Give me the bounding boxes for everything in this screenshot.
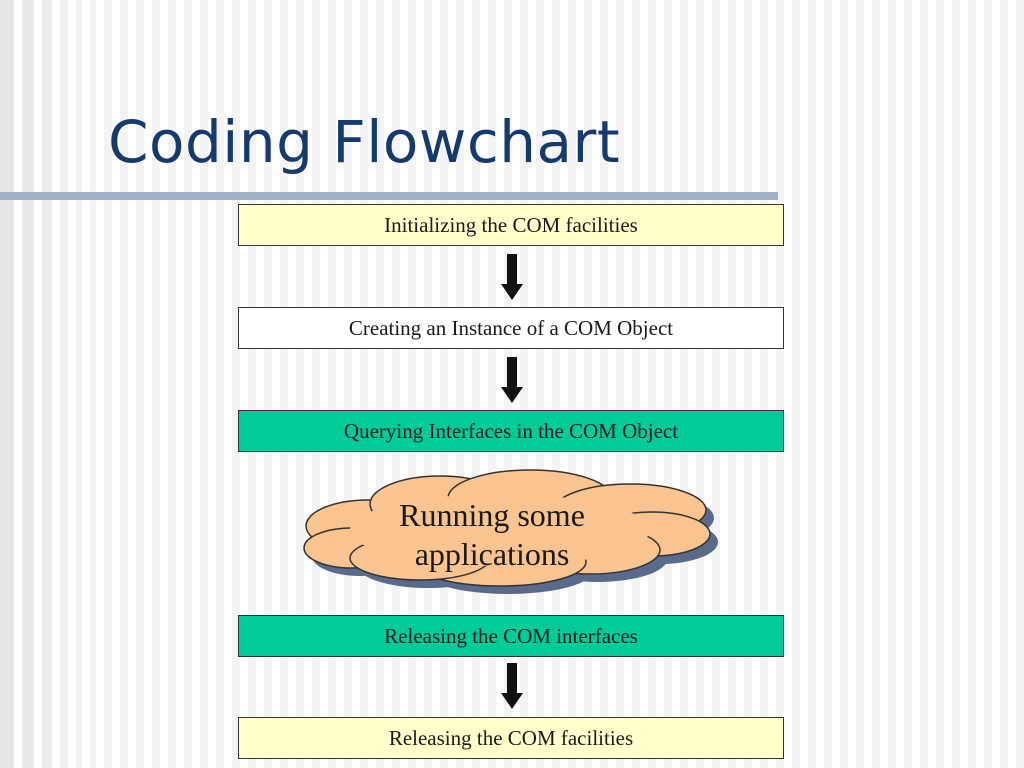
- title-underline: [0, 192, 778, 200]
- down-arrow-icon: [501, 254, 523, 300]
- slide-title: Coding Flowchart: [108, 108, 621, 176]
- step-release-interfaces: Releasing the COM interfaces: [238, 615, 784, 657]
- down-arrow-icon: [501, 357, 523, 403]
- step-running-applications: Running some applications: [399, 497, 585, 572]
- step-query-interfaces: Querying Interfaces in the COM Object: [238, 410, 784, 452]
- step-create-instance: Creating an Instance of a COM Object: [238, 307, 784, 349]
- cloud-shape: [303, 469, 718, 594]
- down-arrow-icon: [501, 663, 523, 709]
- step-initialize-com: Initializing the COM facilities: [238, 204, 784, 246]
- step-release-facilities: Releasing the COM facilities: [238, 717, 784, 759]
